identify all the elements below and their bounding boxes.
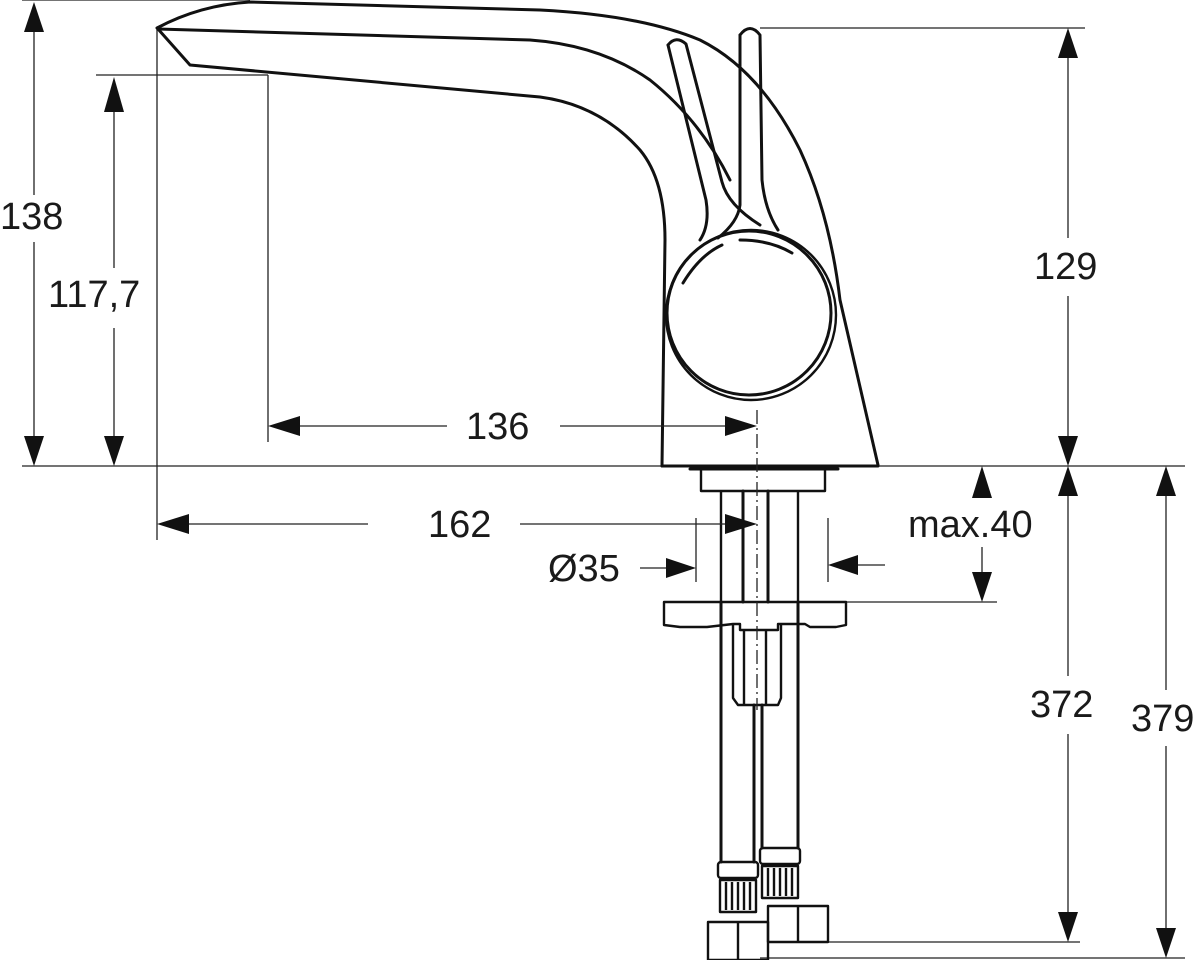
label-379: 379 (1131, 698, 1195, 740)
dimension-136 (268, 416, 757, 436)
label-162: 162 (428, 504, 492, 546)
label-117-7: 117,7 (48, 274, 141, 316)
dimension-max-40 (972, 466, 992, 602)
faucet-body (155, 0, 880, 471)
cartridge-ball (664, 228, 838, 402)
label-129: 129 (1034, 246, 1098, 288)
dimension-162 (157, 514, 757, 534)
label-136: 136 (466, 406, 530, 448)
dimension-372 (1058, 466, 1078, 942)
extension-lines (22, 0, 1185, 959)
dimension-129 (1058, 28, 1078, 466)
label-138: 138 (0, 196, 64, 238)
label-max-40: max.40 (908, 504, 1033, 546)
mounting-assembly (662, 467, 848, 707)
dimension-diameter-35 (640, 555, 885, 578)
dimension-117-7 (104, 77, 124, 466)
supply-hoses (706, 600, 830, 960)
dimension-379 (1156, 466, 1176, 958)
label-372: 372 (1030, 684, 1094, 726)
label-diameter-35: Ø35 (548, 548, 620, 590)
dimension-138 (24, 2, 44, 466)
lever-handles (666, 27, 780, 242)
